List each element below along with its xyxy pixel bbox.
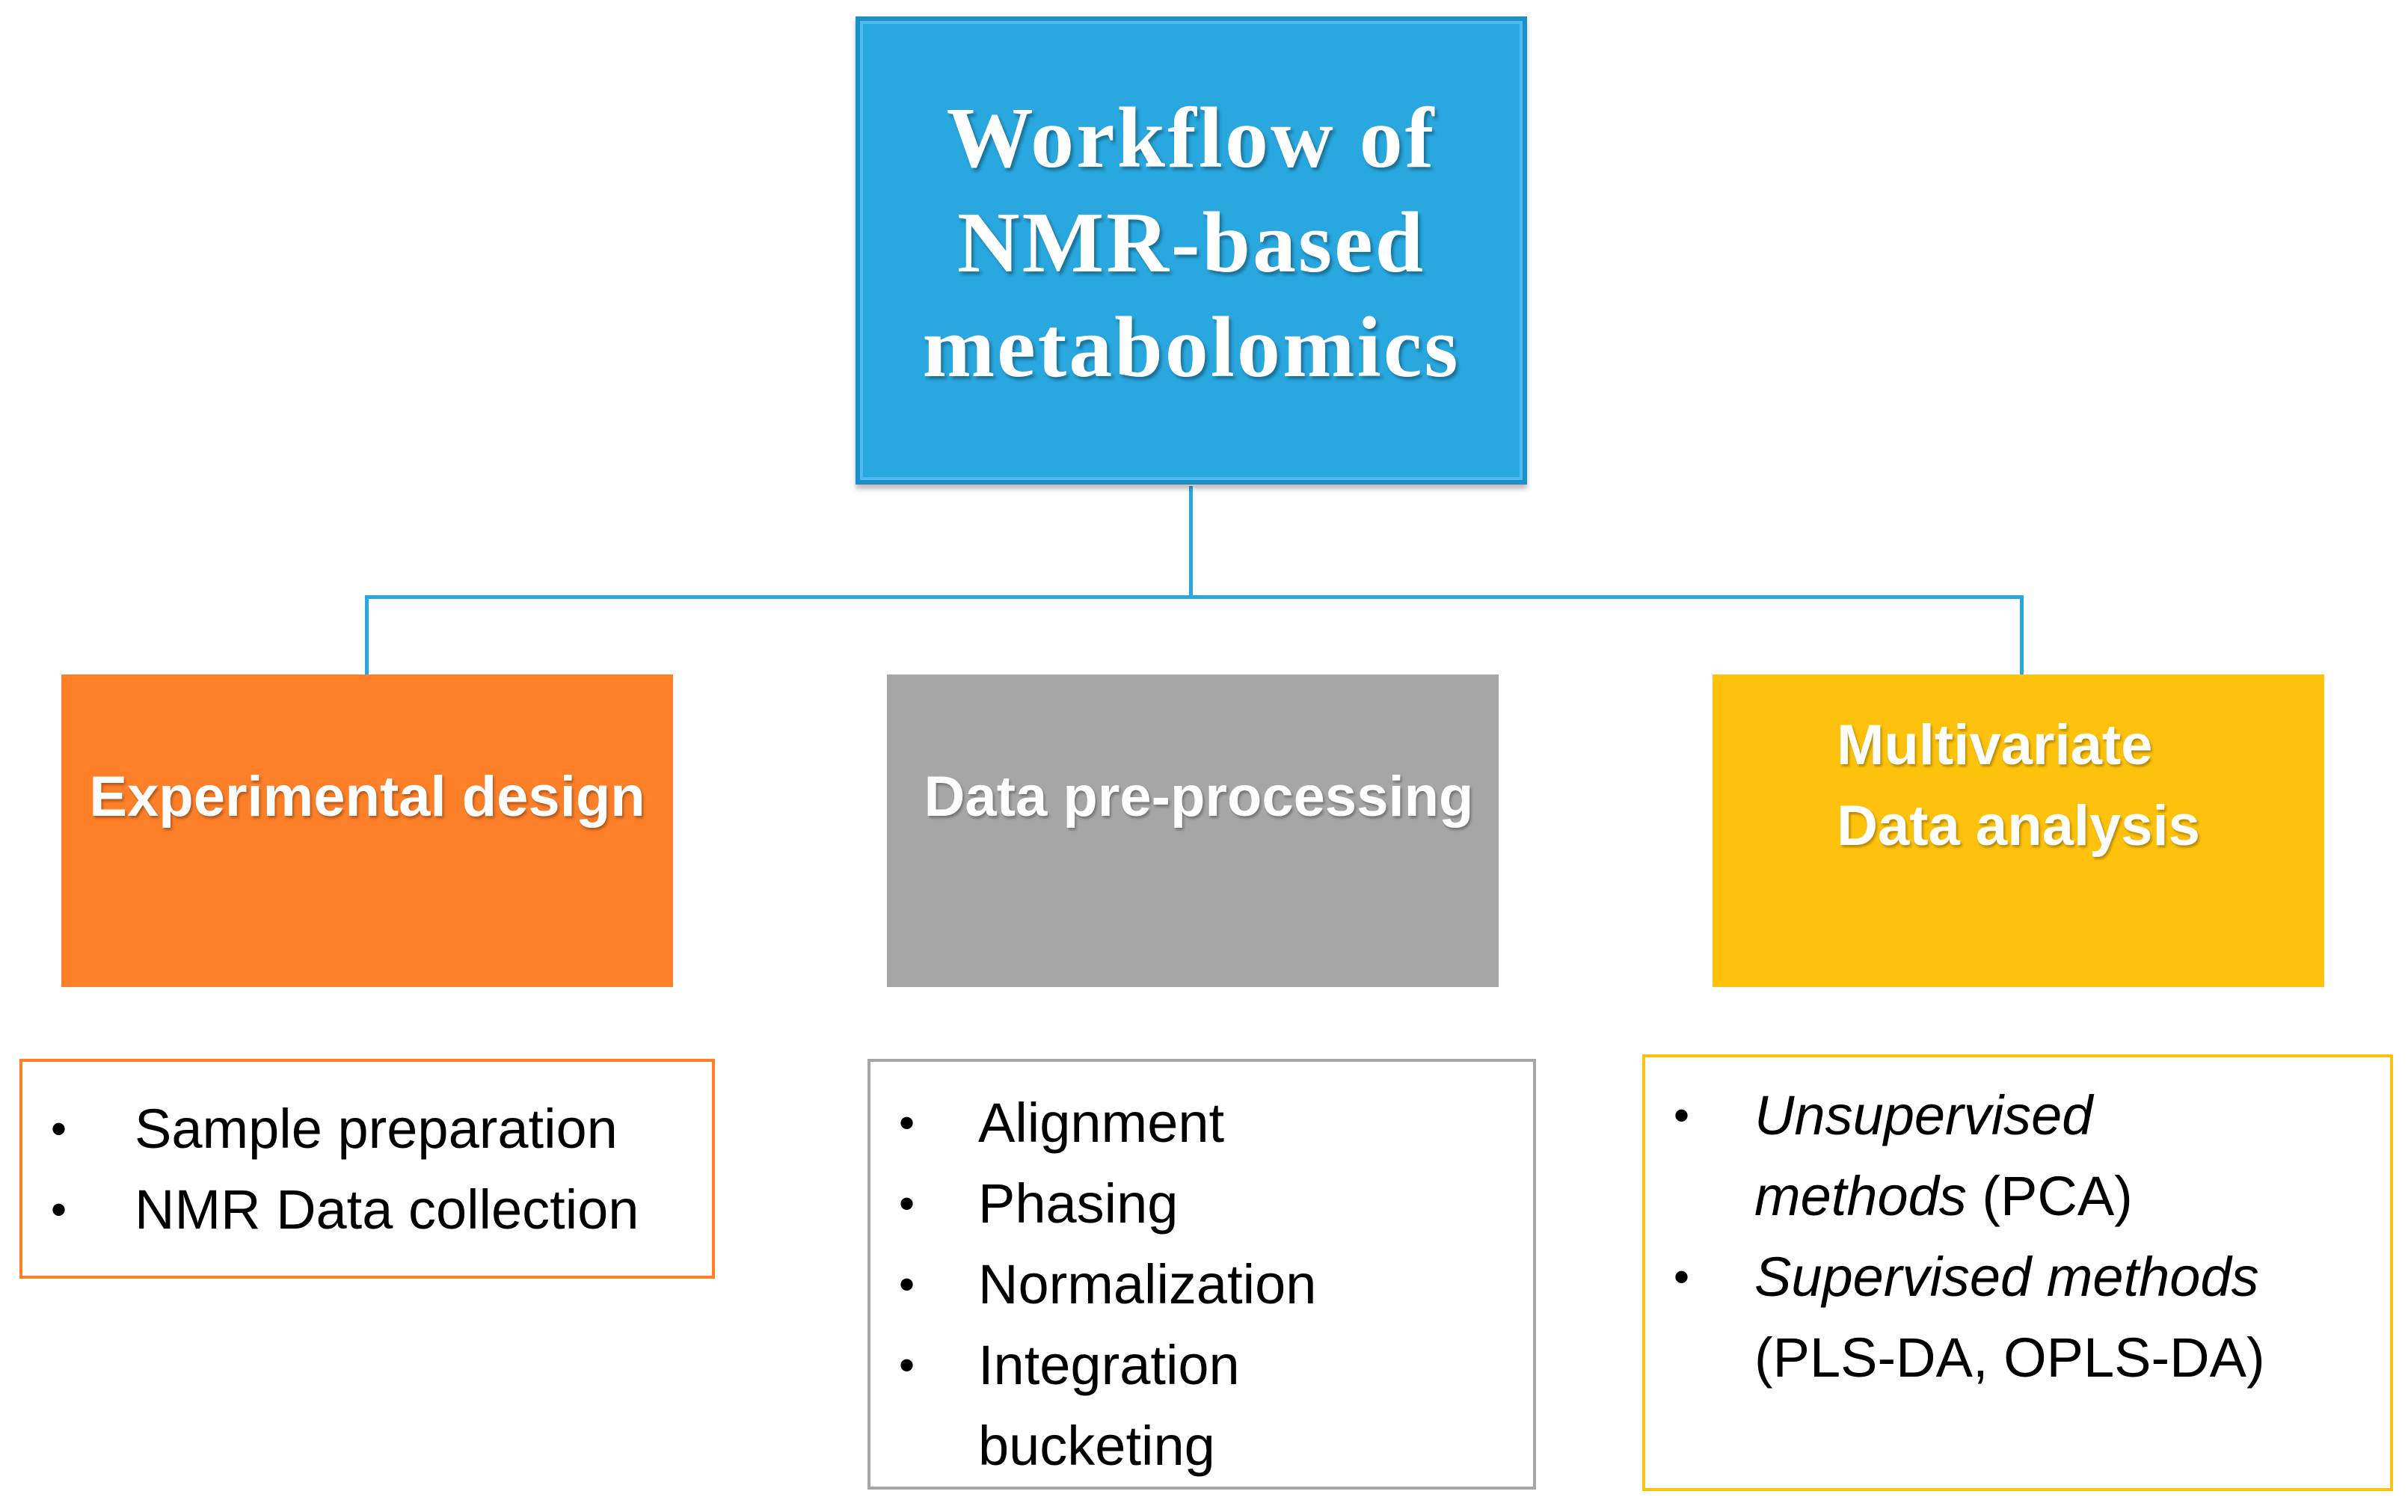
stage-multivariate-analysis: Multivariate Data analysis (1713, 674, 2324, 987)
connector-drop-right (2020, 595, 2024, 674)
bullet-icon: • (899, 1178, 915, 1229)
bullet-icon: • (51, 1104, 67, 1154)
bullet-icon: • (899, 1259, 915, 1309)
list-item-text: NMR Data collection (135, 1178, 639, 1241)
list-item-text: Normalization (978, 1253, 1317, 1315)
list-item-text: Unsupervised methods (PCA) (1754, 1075, 2133, 1237)
list-item-text: Supervised methods (PLS-DA, OPLS-DA) (1754, 1237, 2265, 1398)
list-item-text: Alignment (978, 1092, 1225, 1154)
stage-experimental-design: Experimental design (61, 674, 673, 987)
list-item-italic: Supervised methods (1754, 1246, 2259, 1308)
stage-label: Experimental design (89, 765, 645, 829)
bullet-icon: • (51, 1184, 67, 1235)
title-box: Workflow of NMR-based metabolomics (856, 16, 1527, 485)
stage-label: Multivariate Data analysis (1837, 713, 2200, 858)
diagram-title: Workflow of NMR-based metabolomics (922, 90, 1461, 396)
bullet-icon: • (1674, 1252, 1690, 1302)
connector-vertical-title (1189, 486, 1193, 598)
connector-horizontal (365, 595, 2024, 599)
stage-label: Data pre-processing (924, 765, 1474, 829)
connector-drop-left (365, 595, 369, 674)
list-item-plain: (PCA) (1966, 1165, 2133, 1227)
detail-data-preprocessing: • Alignment • Phasing • Normalization • … (867, 1059, 1536, 1490)
detail-experimental-design: • Sample preparation • NMR Data collecti… (19, 1059, 715, 1279)
bullet-icon: • (899, 1340, 915, 1390)
bullet-icon: • (1674, 1090, 1690, 1140)
detail-multivariate-analysis: • Unsupervised methods (PCA) • Supervise… (1642, 1054, 2393, 1491)
list-item-plain: (PLS-DA, OPLS-DA) (1754, 1327, 2265, 1389)
list-item-text: Integration bucketing (978, 1334, 1240, 1477)
list-item-text: Phasing (978, 1173, 1179, 1235)
stage-data-preprocessing: Data pre-processing (887, 674, 1499, 987)
list-item-italic: Unsupervised methods (1754, 1084, 2093, 1227)
bullet-icon: • (899, 1098, 915, 1148)
list-item-text: Sample preparation (135, 1098, 618, 1160)
